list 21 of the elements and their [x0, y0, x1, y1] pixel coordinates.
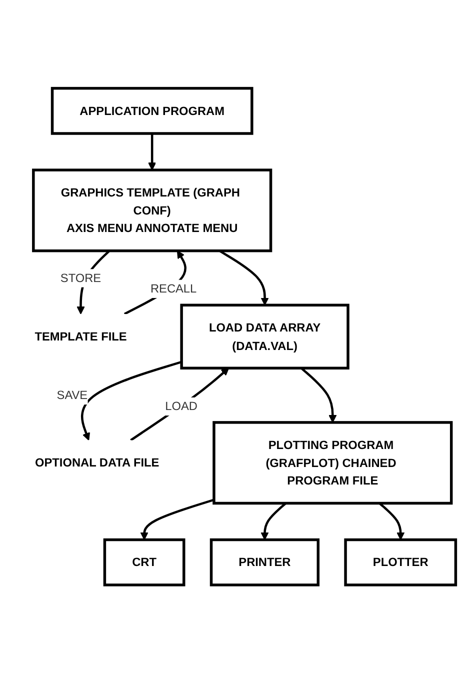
arrow — [140, 498, 214, 540]
node-box: APPLICATION PROGRAM — [50, 86, 254, 135]
arrow — [218, 250, 269, 306]
edge-label: RECALL — [150, 281, 197, 296]
node-box: LOAD DATA ARRAY (DATA.VAL) — [180, 304, 350, 370]
node-box: CRT — [103, 538, 186, 586]
node-box: PLOTTING PROGRAM (GRAFPLOT) CHAINED PROGRAM FILE — [212, 420, 453, 504]
arrow — [148, 133, 156, 170]
arrow — [260, 502, 287, 540]
arrow — [378, 502, 405, 540]
edge-label: LOAD — [165, 399, 198, 413]
node-box: PLOTTER — [344, 538, 458, 586]
edge-label: STORE — [60, 270, 102, 284]
edge-label: SAVE — [56, 388, 88, 402]
node-text: TEMPLATE FILE — [34, 329, 127, 344]
node-box: PRINTER — [210, 538, 320, 586]
arrow — [300, 367, 337, 423]
node-text: OPTIONAL DATA FILE — [35, 456, 160, 470]
node-box: GRAPHICS TEMPLATE (GRAPH CONF) AXIS MENU ANNOTATE MENU — [32, 168, 272, 252]
arrow — [130, 368, 230, 442]
arrow — [81, 360, 182, 440]
